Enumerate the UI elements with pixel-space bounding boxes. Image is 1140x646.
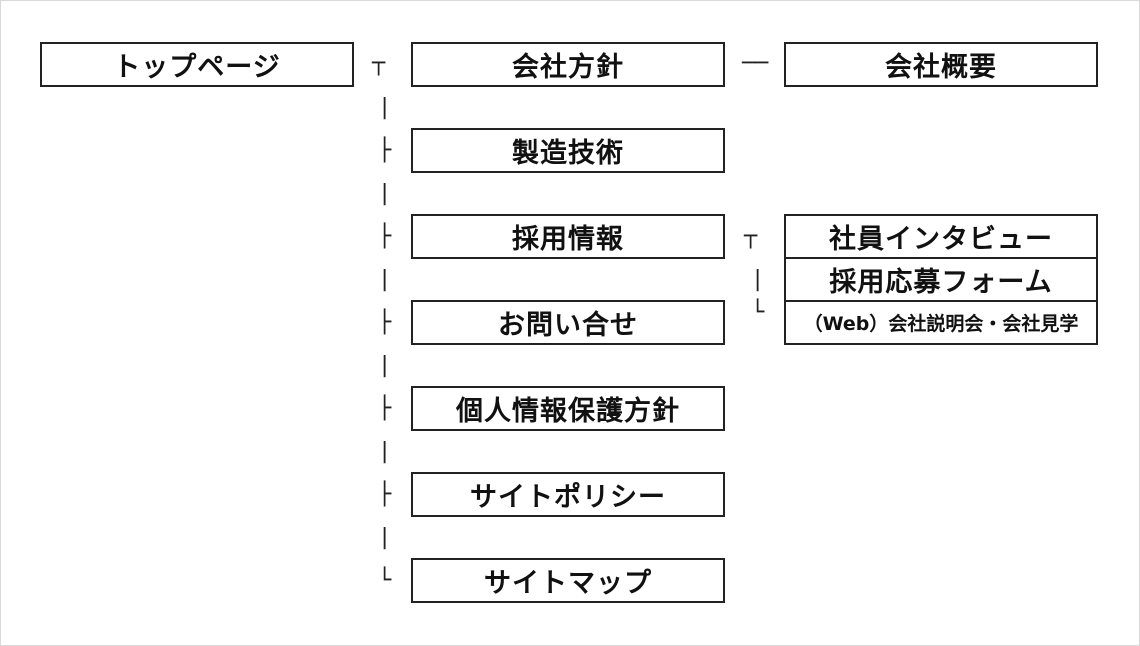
connector-horizontal: ─ — [755, 51, 769, 76]
connector-tee: ┬ — [372, 51, 386, 76]
connector-vertical: | — [378, 525, 392, 550]
recruitment-box: 採用情報 — [411, 214, 725, 259]
contact-box: お問い合せ — [411, 300, 725, 345]
connector-vertical: | — [751, 267, 765, 292]
company-policy-box: 会社方針 — [411, 42, 725, 87]
connector-end: └ — [751, 300, 765, 325]
connector-tee: ┬ — [744, 224, 758, 249]
connector-end: └ — [378, 568, 392, 593]
sitemap-box: サイトマップ — [411, 558, 725, 603]
connector-vertical: | — [378, 439, 392, 464]
connector-vertical: | — [378, 353, 392, 378]
connector-branch: ├ — [378, 310, 392, 335]
privacy-policy-box: 個人情報保護方針 — [411, 386, 725, 431]
company-briefing-box: （Web）会社説明会・会社見学 — [784, 300, 1098, 345]
application-form-box: 採用応募フォーム — [784, 257, 1098, 302]
connector-vertical: | — [378, 181, 392, 206]
connector-branch: ├ — [378, 396, 392, 421]
connector-horizontal: ─ — [742, 51, 756, 76]
connector-branch: ├ — [378, 224, 392, 249]
connector-branch: ├ — [378, 138, 392, 163]
employee-interview-box: 社員インタビュー — [784, 214, 1098, 259]
connector-branch: ├ — [378, 482, 392, 507]
top-page-box: トップページ — [40, 42, 354, 87]
connector-vertical: | — [378, 95, 392, 120]
connector-vertical: | — [378, 267, 392, 292]
manufacturing-tech-box: 製造技術 — [411, 128, 725, 173]
company-overview-box: 会社概要 — [784, 42, 1098, 87]
site-policy-box: サイトポリシー — [411, 472, 725, 517]
